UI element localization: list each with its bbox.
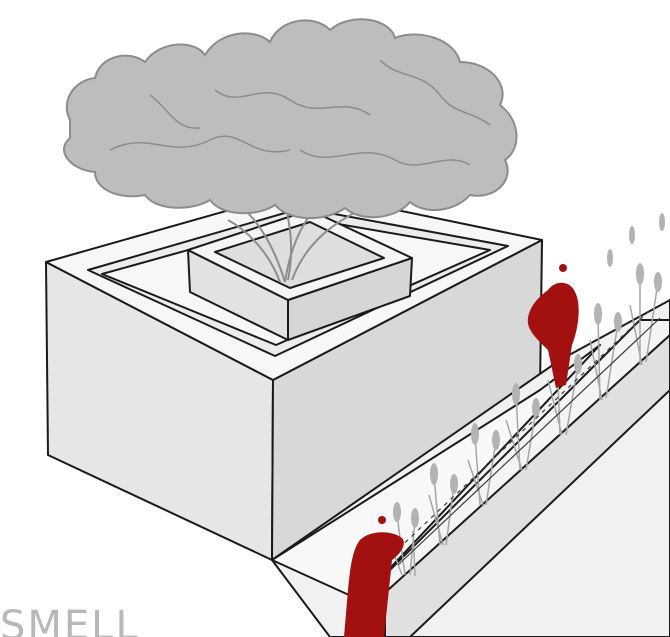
tree-canopy bbox=[64, 19, 516, 218]
caption-text: SMELL bbox=[0, 600, 140, 637]
